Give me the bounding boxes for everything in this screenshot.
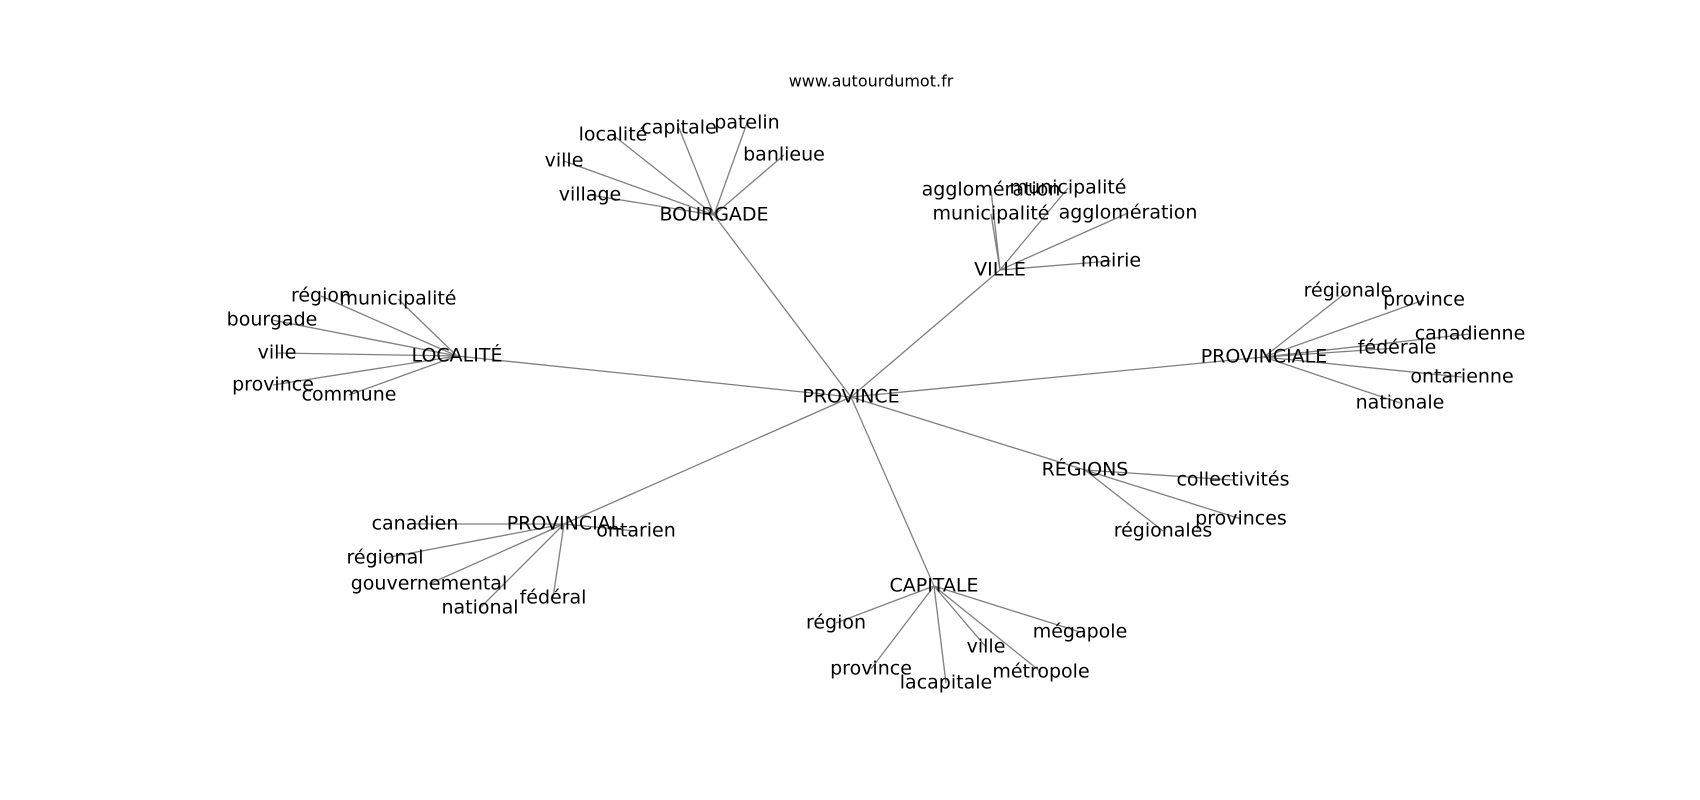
edge-provincial-leaf xyxy=(552,523,565,599)
leaf-node-label: ontarienne xyxy=(1410,366,1513,388)
leaf-node-label: municipalité xyxy=(340,288,457,310)
edge-root-regions xyxy=(850,396,1086,471)
edge-provinciale-leaf xyxy=(1263,290,1349,358)
leaf-node-label: régionales xyxy=(1114,520,1213,542)
edge-provincial-leaf xyxy=(428,523,565,585)
leaf-node-label: national xyxy=(441,597,518,619)
leaf-node-label: gouvernemental xyxy=(351,573,507,595)
edge-root-capitale xyxy=(850,396,935,587)
hub-node-label-provincial: PROVINCIAL xyxy=(507,513,622,535)
edge-localite-leaf xyxy=(271,319,458,357)
leaf-node-label: canadien xyxy=(372,513,459,535)
leaf-node-label: métropole xyxy=(992,661,1089,683)
leaf-node-label: province xyxy=(830,658,912,680)
edge-capitale-leaf xyxy=(835,585,935,624)
source-watermark: www.autourdumot.fr xyxy=(789,72,954,91)
edge-bourgade-leaf xyxy=(612,134,715,216)
edge-ville-leaf xyxy=(999,212,1129,271)
edge-provinciale-leaf xyxy=(1263,333,1471,358)
edge-root-ville xyxy=(850,269,1001,398)
leaf-node-label: capitale xyxy=(641,117,717,139)
leaf-node-label: nationale xyxy=(1356,392,1445,414)
leaf-node-label: localité xyxy=(579,124,648,146)
edge-provinciale-leaf xyxy=(1263,347,1398,358)
leaf-node-label: ville xyxy=(545,150,584,172)
leaf-node-label: village xyxy=(559,184,621,206)
leaf-node-label: agglomération xyxy=(1059,202,1198,224)
leaf-node-label: région xyxy=(806,612,866,634)
leaf-node-label: provinces xyxy=(1195,508,1287,530)
edge-regions-leaf xyxy=(1084,469,1164,532)
edge-capitale-leaf xyxy=(933,585,987,648)
leaf-node-label: régional xyxy=(346,547,423,569)
edge-capitale-leaf xyxy=(933,585,947,684)
hub-node-label-capitale: CAPITALE xyxy=(889,575,978,597)
edge-root-provinciale xyxy=(850,356,1265,398)
leaf-node-label: fédéral xyxy=(520,587,587,609)
edge-bourgade-leaf xyxy=(713,122,748,216)
hub-node-label-regions: RÉGIONS xyxy=(1042,458,1129,481)
edge-regions-leaf xyxy=(1084,469,1242,520)
leaf-node-label: banlieue xyxy=(743,144,825,166)
leaf-node-label: ville xyxy=(967,636,1006,658)
edge-bourgade-leaf xyxy=(589,194,715,216)
edge-root-provincial xyxy=(563,396,852,525)
edge-provinciale-leaf xyxy=(1263,356,1463,378)
leaf-node-label: lacapitale xyxy=(900,672,992,694)
hub-node-label-provinciale: PROVINCIALE xyxy=(1201,346,1328,368)
leaf-node-label: commune xyxy=(302,384,397,406)
edge-capitale-leaf xyxy=(870,585,935,670)
leaf-node-label: patelin xyxy=(714,112,779,134)
graph-edges xyxy=(271,122,1471,684)
edge-localite-leaf xyxy=(276,352,458,357)
leaf-node-label: fédérale xyxy=(1358,337,1437,359)
edge-localite-leaf xyxy=(320,295,458,357)
root-node-label: PROVINCE xyxy=(802,386,899,408)
leaf-node-label: collectivités xyxy=(1176,469,1289,491)
leaf-node-label: canadienne xyxy=(1415,323,1526,345)
edge-provincial-leaf xyxy=(384,523,565,559)
edge-localite-leaf xyxy=(397,298,458,357)
edge-provincial-leaf xyxy=(563,523,637,532)
leaf-node-label: ontarien xyxy=(596,520,676,542)
hub-node-label-localite: LOCALITÉ xyxy=(412,344,503,367)
graph-labels: www.autourdumot.fr localitécapitalepatel… xyxy=(227,72,1526,694)
hub-node-label-bourgade: BOURGADE xyxy=(659,204,768,226)
edge-localite-leaf xyxy=(348,355,458,396)
leaf-node-label: municipalité xyxy=(1010,177,1127,199)
leaf-node-label: municipalité xyxy=(933,203,1050,225)
edge-root-bourgade xyxy=(713,214,852,398)
leaf-node-label: mégapole xyxy=(1033,621,1128,643)
edge-bourgade-leaf xyxy=(563,160,715,216)
leaf-node-label: bourgade xyxy=(227,309,318,331)
leaf-node-label: province xyxy=(232,374,314,396)
edge-provincial-leaf xyxy=(479,523,565,609)
leaf-node-label: région xyxy=(291,285,351,307)
edge-bourgade-leaf xyxy=(713,154,785,216)
edge-bourgade-leaf xyxy=(678,127,715,216)
edge-capitale-leaf xyxy=(933,585,1042,673)
edge-root-localite xyxy=(456,355,852,398)
edge-ville-leaf xyxy=(999,260,1112,271)
edge-localite-leaf xyxy=(272,355,458,386)
edge-provinciale-leaf xyxy=(1263,356,1401,404)
leaf-node-label: mairie xyxy=(1081,250,1141,272)
leaf-node-label: ville xyxy=(258,342,297,364)
edge-ville-leaf xyxy=(990,213,1001,271)
leaf-node-label: province xyxy=(1383,289,1465,311)
hub-node-label-ville: VILLE xyxy=(974,259,1026,281)
leaf-node-label: agglomération xyxy=(922,179,1061,201)
leaf-node-label: régionale xyxy=(1304,280,1393,302)
edge-capitale-leaf xyxy=(933,585,1081,633)
edge-ville-leaf xyxy=(999,187,1069,271)
edge-provinciale-leaf xyxy=(1263,299,1425,358)
edge-regions-leaf xyxy=(1084,469,1234,481)
